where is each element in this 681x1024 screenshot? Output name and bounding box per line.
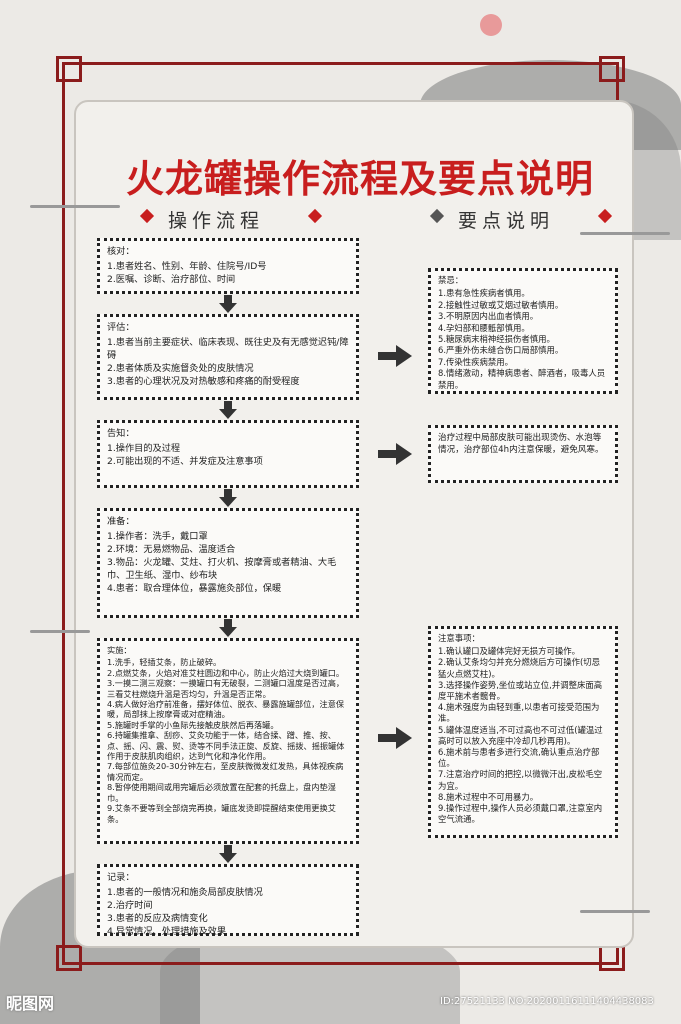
arrow-right-icon xyxy=(378,443,412,465)
box-line: 3.选择操作姿势,坐位或站立位,并调整床面高度平施术者髋骨。 xyxy=(438,679,603,702)
cloud-line xyxy=(580,910,650,913)
cloud-line xyxy=(580,232,670,235)
arrow-right-icon xyxy=(378,727,412,749)
box-line: 8.暂停使用期间或用完罐后必须放置在配套的托盘上，盘内垫湿巾。 xyxy=(107,782,336,803)
heading-flow: 操作流程 xyxy=(168,210,265,232)
page-title: 火龙罐操作流程及要点说明 xyxy=(125,156,594,201)
box-line: 5.罐体温度适当,不可过高也不可过低(罐温过高时可以放入充座中冷却几秒再用)。 xyxy=(438,724,603,746)
box-line: 8.情绪激动，精神病患者、醉酒者，吸毒人员禁用。 xyxy=(438,368,606,390)
arrow-down-icon xyxy=(219,295,237,313)
note-box-warning: 治疗过程中局部皮肤可能出现烫伤、水泡等情况，治疗部位4h内注意保暖，避免风寒。 xyxy=(428,425,618,483)
box-line: 1.患者姓名、性别、年龄、住院号/ID号 xyxy=(107,261,267,272)
box-line: 4.施术强度为由轻到重,以患者可接受范围为准。 xyxy=(438,702,600,724)
flow-box-record: 记录： 1.患者的一般情况和施灸局部皮肤情况 2.治疗时间 3.患者的反应及病情… xyxy=(97,864,359,937)
box-head: 评估： xyxy=(107,322,135,333)
flow-box-assess: 评估： 1.患者当前主要症状、临床表现、既往史及有无感觉迟钝/障碍 2.患者体质… xyxy=(97,314,359,400)
box-line: 1.操作者：洗手，戴口罩 xyxy=(107,531,208,542)
box-line: 2.接触性过敏或艾烟过敏者慎用。 xyxy=(438,299,564,310)
box-line: 2.确认艾条均匀并充分燃烧后方可操作(切忌猛火点燃艾柱)。 xyxy=(438,657,601,679)
box-line: 7.传染性疾病禁用。 xyxy=(438,356,513,367)
note-box-contraindications: 禁忌： 1.患有急性疾病者慎用。 2.接触性过敏或艾烟过敏者慎用。 3.不明原因… xyxy=(428,268,618,394)
frame-corner xyxy=(599,56,625,82)
arrow-down-icon xyxy=(219,401,237,419)
box-line: 1.患有急性疾病者慎用。 xyxy=(438,288,530,299)
box-line: 2.环境：无易燃物品、温度适合 xyxy=(107,544,236,555)
watermark-id: ID:27521133 NO:20200116111404438083 xyxy=(440,996,654,1007)
box-line: 2.可能出现的不适、并发症及注意事项 xyxy=(107,456,263,467)
box-line: 3.不明原因内出血者慎用。 xyxy=(438,311,539,322)
box-line: 1.患者的一般情况和施灸局部皮肤情况 xyxy=(107,887,263,898)
box-line: 1.确认罐口及罐体完好无损方可操作。 xyxy=(438,646,580,657)
box-line: 4.病人做好治疗前准备，摆好体位、脱衣、暴露施罐部位，注意保暖，局部抹上按摩膏或… xyxy=(107,699,345,720)
box-head: 实施： xyxy=(107,645,132,655)
box-line: 5.糖尿病末梢神经损伤者慎用。 xyxy=(438,334,555,345)
heading-notes: 要点说明 xyxy=(458,210,555,232)
box-line: 1.操作目的及过程 xyxy=(107,443,181,454)
box-head: 核对： xyxy=(107,246,135,257)
box-line: 5.施罐时手掌的小鱼际先接触皮肤然后再落罐。 xyxy=(107,719,279,730)
box-line: 7.注意治疗时间的把控,以微微汗出,皮松毛空为宜。 xyxy=(438,769,603,791)
box-line: 2.点燃艾条，火焰对准艾柱圆边和中心，防止火焰过大烧到罐口。 xyxy=(107,667,345,678)
note-box-precautions: 注意事项： 1.确认罐口及罐体完好无损方可操作。 2.确认艾条均匀并充分燃烧后方… xyxy=(428,626,618,838)
box-head: 准备： xyxy=(107,516,135,527)
box-head: 禁忌： xyxy=(438,275,464,285)
box-line: 2.医嘱、诊断、治疗部位、时间 xyxy=(107,274,236,285)
flow-box-prepare: 准备： 1.操作者：洗手，戴口罩 2.环境：无易燃物品、温度适合 3.物品：火龙… xyxy=(97,508,359,618)
flow-box-implement: 实施： 1.洗手，轻插艾条，防止破碎。 2.点燃艾条，火焰对准艾柱圆边和中心，防… xyxy=(97,638,359,844)
frame-corner xyxy=(56,945,82,971)
box-line: 2.患者体质及实施督灸处的皮肤情况 xyxy=(107,363,254,374)
box-line: 7.每部位施灸20-30分钟左右，至皮肤微微发红发热，具体视疾病情况而定。 xyxy=(107,761,344,782)
frame-corner xyxy=(56,56,82,82)
arrow-down-icon xyxy=(219,489,237,507)
box-line: 4.孕妇部和腰骶部慎用。 xyxy=(438,322,530,333)
box-line: 治疗过程中局部皮肤可能出现烫伤、水泡等情况，治疗部位4h内注意保暖，避免风寒。 xyxy=(438,433,604,455)
box-line: 6.持罐集推拿、刮痧、艾灸功能于一体，结合揉、蹭、推、按、点、摇、闪、震、熨、烫… xyxy=(107,730,345,762)
watermark-logo: 昵图网 xyxy=(6,994,55,1013)
box-line: 3.物品：火龙罐、艾炷、打火机、按摩膏或者精油、大毛巾、卫生纸、湿巾、纱布块 xyxy=(107,557,337,581)
cloud-line xyxy=(30,630,90,633)
box-line: 2.治疗时间 xyxy=(107,900,153,911)
cloud-line xyxy=(30,205,120,208)
box-line: 3.一摸二测三观察：一摸罐口有无破裂，二测罐口温度是否过高，三看艾柱燃烧升温是否… xyxy=(107,678,345,699)
box-line: 1.患者当前主要症状、临床表现、既往史及有无感觉迟钝/障碍 xyxy=(107,337,349,361)
arrow-down-icon xyxy=(219,845,237,863)
arrow-down-icon xyxy=(219,619,237,637)
box-line: 4.患者：取合理体位，暴露施灸部位，保暖 xyxy=(107,583,282,594)
box-head: 记录： xyxy=(107,872,135,883)
box-line: 1.洗手，轻插艾条，防止破碎。 xyxy=(107,657,222,668)
box-head: 注意事项： xyxy=(438,633,480,643)
box-line: 9.艾条不要等到全部烧完再换，罐底发烫即提醒结束使用更换艾条。 xyxy=(107,803,336,824)
flow-box-inform: 告知： 1.操作目的及过程 2.可能出现的不适、并发症及注意事项 xyxy=(97,420,359,488)
arrow-right-icon xyxy=(378,345,412,367)
box-line: 8.施术过程中不可用暴力。 xyxy=(438,791,539,802)
sun-decoration xyxy=(480,14,502,36)
box-line: 4.异常情况、处理措施及效果 xyxy=(107,926,227,937)
box-line: 6.严重外伤未缝合伤口局部慎用。 xyxy=(438,345,564,356)
flow-box-verify: 核对： 1.患者姓名、性别、年龄、住院号/ID号 2.医嘱、诊断、治疗部位、时间 xyxy=(97,238,359,294)
box-line: 9.操作过程中,操作人员必须戴口罩,注意室内空气流通。 xyxy=(438,803,603,825)
box-line: 3.患者的心理状况及对热敏感和疼痛的耐受程度 xyxy=(107,376,300,387)
box-line: 6.施术前与患者多进行交流,确认重点治疗部位。 xyxy=(438,747,600,769)
frame-corner xyxy=(599,945,625,971)
box-line: 3.患者的反应及病情变化 xyxy=(107,913,208,924)
box-head: 告知： xyxy=(107,428,135,439)
